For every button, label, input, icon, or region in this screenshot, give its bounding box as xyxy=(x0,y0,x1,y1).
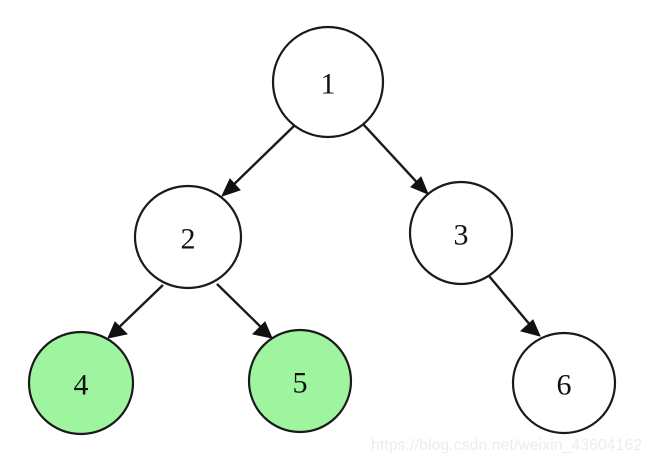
node-circle-highlighted[interactable] xyxy=(247,328,353,434)
tree-node-1[interactable]: 1 xyxy=(271,25,385,139)
edge-line xyxy=(488,275,537,333)
arrowhead-icon xyxy=(519,319,541,337)
arrowhead-icon xyxy=(107,321,129,339)
tree-node-5[interactable]: 5 xyxy=(247,328,353,434)
edge-line xyxy=(362,123,425,191)
arrowhead-icon xyxy=(410,176,429,195)
node-circle[interactable] xyxy=(271,25,385,139)
edge-line xyxy=(111,284,164,335)
node-layer: 1 2 3 4 5 6 xyxy=(27,25,617,436)
node-circle[interactable] xyxy=(408,180,514,286)
edge-line xyxy=(216,283,269,335)
tree-node-2[interactable]: 2 xyxy=(133,184,243,290)
tree-node-6[interactable]: 6 xyxy=(511,331,617,435)
node-circle[interactable] xyxy=(511,331,617,435)
edge-node3-to-node6 xyxy=(488,275,541,337)
edge-layer xyxy=(107,123,541,339)
edge-node1-to-node3 xyxy=(362,123,429,195)
edge-node2-to-node5 xyxy=(216,283,273,339)
edge-line xyxy=(225,125,295,193)
edge-node1-to-node2 xyxy=(221,125,295,197)
arrowhead-icon xyxy=(221,178,241,197)
node-circle-highlighted[interactable] xyxy=(27,330,135,436)
tree-node-3[interactable]: 3 xyxy=(408,180,514,286)
edge-node2-to-node4 xyxy=(107,284,164,339)
node-circle[interactable] xyxy=(133,184,243,290)
tree-node-4[interactable]: 4 xyxy=(27,330,135,436)
arrowhead-icon xyxy=(251,321,273,339)
